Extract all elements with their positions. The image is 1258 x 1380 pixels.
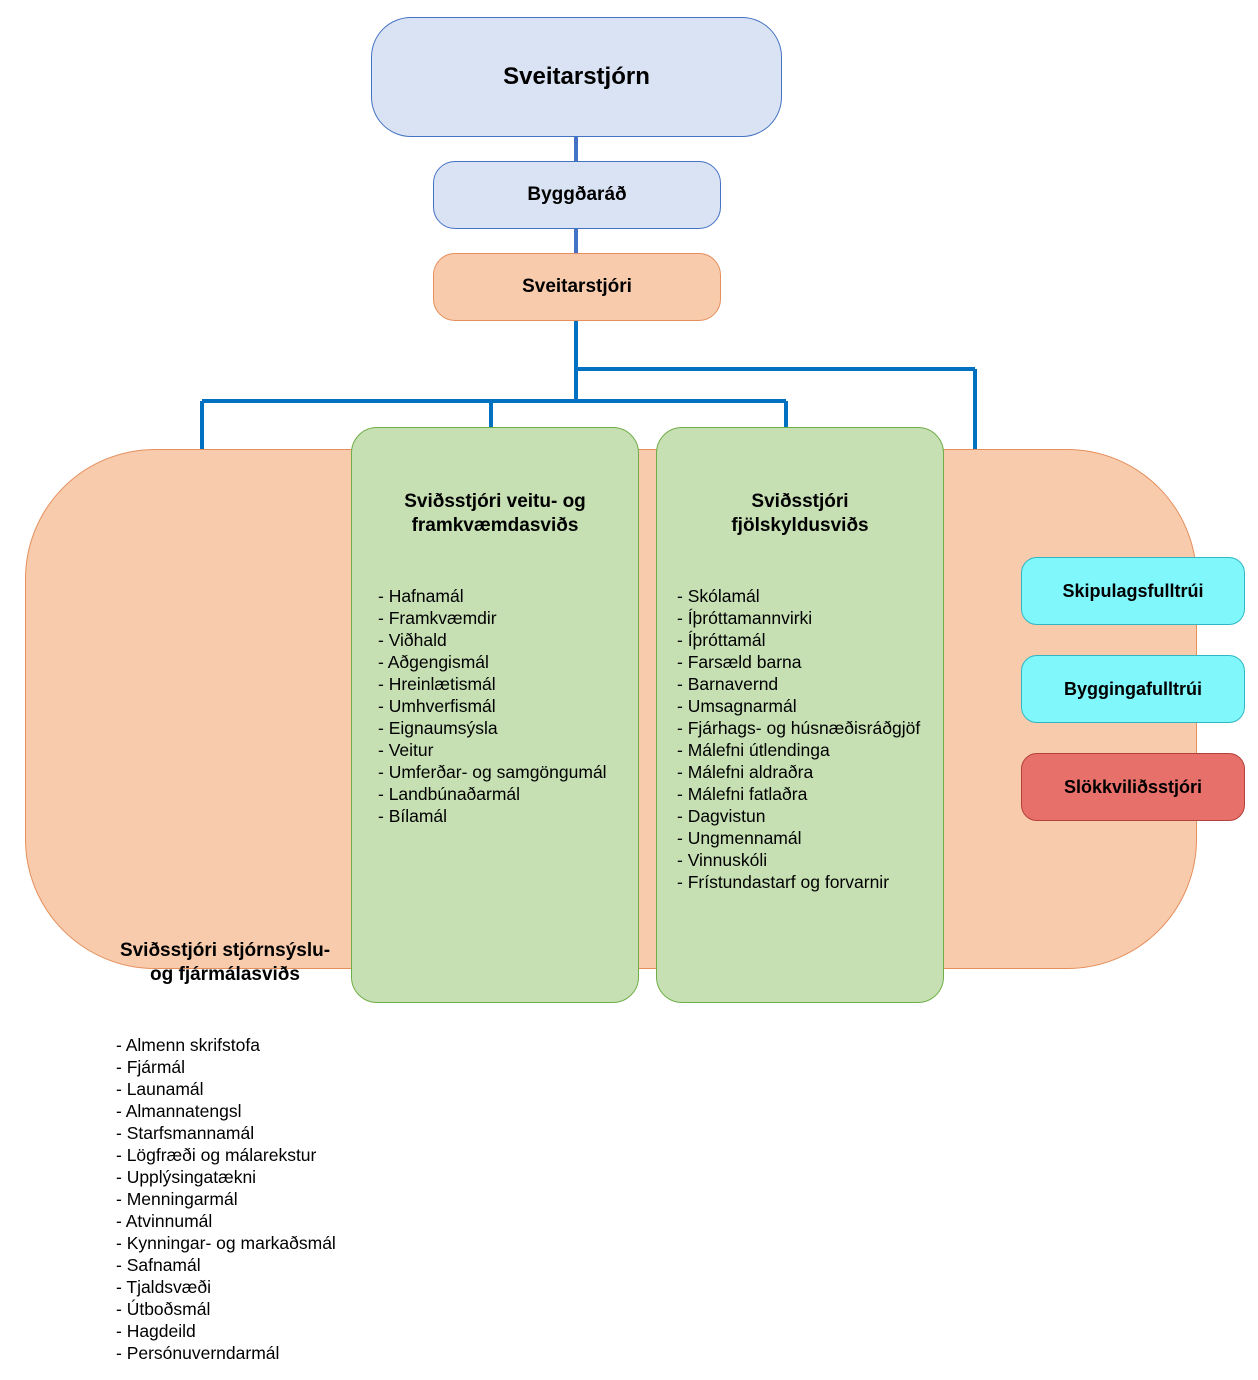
list-item: - Fjármál [116,1057,186,1077]
list-item: - Hreinlætismál [378,674,496,694]
list-item: - Veitur [378,740,434,760]
division-items: - Almenn skrifstofa- Fjármál- Launamál- … [116,1034,336,1364]
list-item: - Skólamál [677,586,760,606]
fire-chief-box: Slökkviliðsstjóri [1021,753,1245,821]
division-title: Sviðsstjóri veitu- og framkvæmdasviðs [404,491,586,536]
division-title: Sviðsstjóri stjórnsýslu- og fjármálasvið… [119,940,331,985]
board-label: Byggðaráð [527,184,627,205]
list-item: - Íþróttamál [677,630,766,650]
board-box: Byggðaráð [433,161,721,229]
list-item: - Farsæld barna [677,652,802,672]
council-label: Sveitarstjórn [503,63,650,90]
list-item: - Málefni aldraðra [677,762,814,782]
division-items: - Hafnamál- Framkvæmdir- Viðhald- Aðgeng… [378,585,607,827]
list-item: - Safnamál [116,1255,201,1275]
list-item: - Persónuverndarmál [116,1343,280,1363]
list-item: - Eignaumsýsla [378,718,498,738]
fire-chief-label: Slökkviliðsstjóri [1063,776,1203,797]
list-item: - Íþróttamannvirki [677,608,813,628]
council-box: Sveitarstjórn [371,17,782,137]
mayor-label: Sveitarstjóri [522,276,632,297]
division-family: Sviðsstjóri fjölskyldusviðs - Skólamál- … [656,427,944,1003]
list-item: - Menningarmál [116,1189,238,1209]
list-item: - Kynningar- og markaðsmál [116,1233,336,1253]
list-item: - Barnavernd [677,674,779,694]
list-item: - Framkvæmdir [378,608,497,628]
list-item: - Atvinnumál [116,1211,213,1231]
list-item: - Starfsmannamál [116,1123,255,1143]
list-item: - Bílamál [378,806,448,826]
list-item: - Hafnamál [378,586,464,606]
planning-officer-box: Skipulagsfulltrúi [1021,557,1245,625]
division-administration-finance: Sviðsstjóri stjórnsýslu- og fjármálasvið… [96,920,376,1380]
list-item: - Umferðar- og samgöngumál [378,762,607,782]
list-item: - Tjaldsvæði [116,1277,211,1297]
list-item: - Frístundastarf og forvarnir [677,872,890,892]
list-item: - Útboðsmál [116,1299,211,1319]
building-officer-label: Byggingafulltrúi [1064,678,1202,699]
list-item: - Fjárhags- og húsnæðisráðgjöf [677,718,921,738]
list-item: - Málefni útlendinga [677,740,830,760]
list-item: - Almenn skrifstofa [116,1035,260,1055]
mayor-box: Sveitarstjóri [433,253,721,321]
list-item: - Umhverfismál [378,696,496,716]
list-item: - Dagvistun [677,806,766,826]
list-item: - Upplýsingatækni [116,1167,257,1187]
division-title: Sviðsstjóri fjölskyldusviðs [731,491,869,536]
list-item: - Vinnuskóli [677,850,768,870]
division-items: - Skólamál- Íþróttamannvirki- Íþróttamál… [677,585,920,893]
list-item: - Launamál [116,1079,204,1099]
list-item: - Viðhald [378,630,447,650]
division-utilities-works: Sviðsstjóri veitu- og framkvæmdasviðs - … [351,427,639,1003]
list-item: - Almannatengsl [116,1101,242,1121]
list-item: - Hagdeild [116,1321,196,1341]
planning-officer-label: Skipulagsfulltrúi [1062,580,1204,601]
building-officer-box: Byggingafulltrúi [1021,655,1245,723]
list-item: - Ungmennamál [677,828,802,848]
list-item: - Lögfræði og málarekstur [116,1145,317,1165]
list-item: - Landbúnaðarmál [378,784,521,804]
list-item: - Málefni fatlaðra [677,784,808,804]
list-item: - Umsagnarmál [677,696,797,716]
list-item: - Aðgengismál [378,652,489,672]
